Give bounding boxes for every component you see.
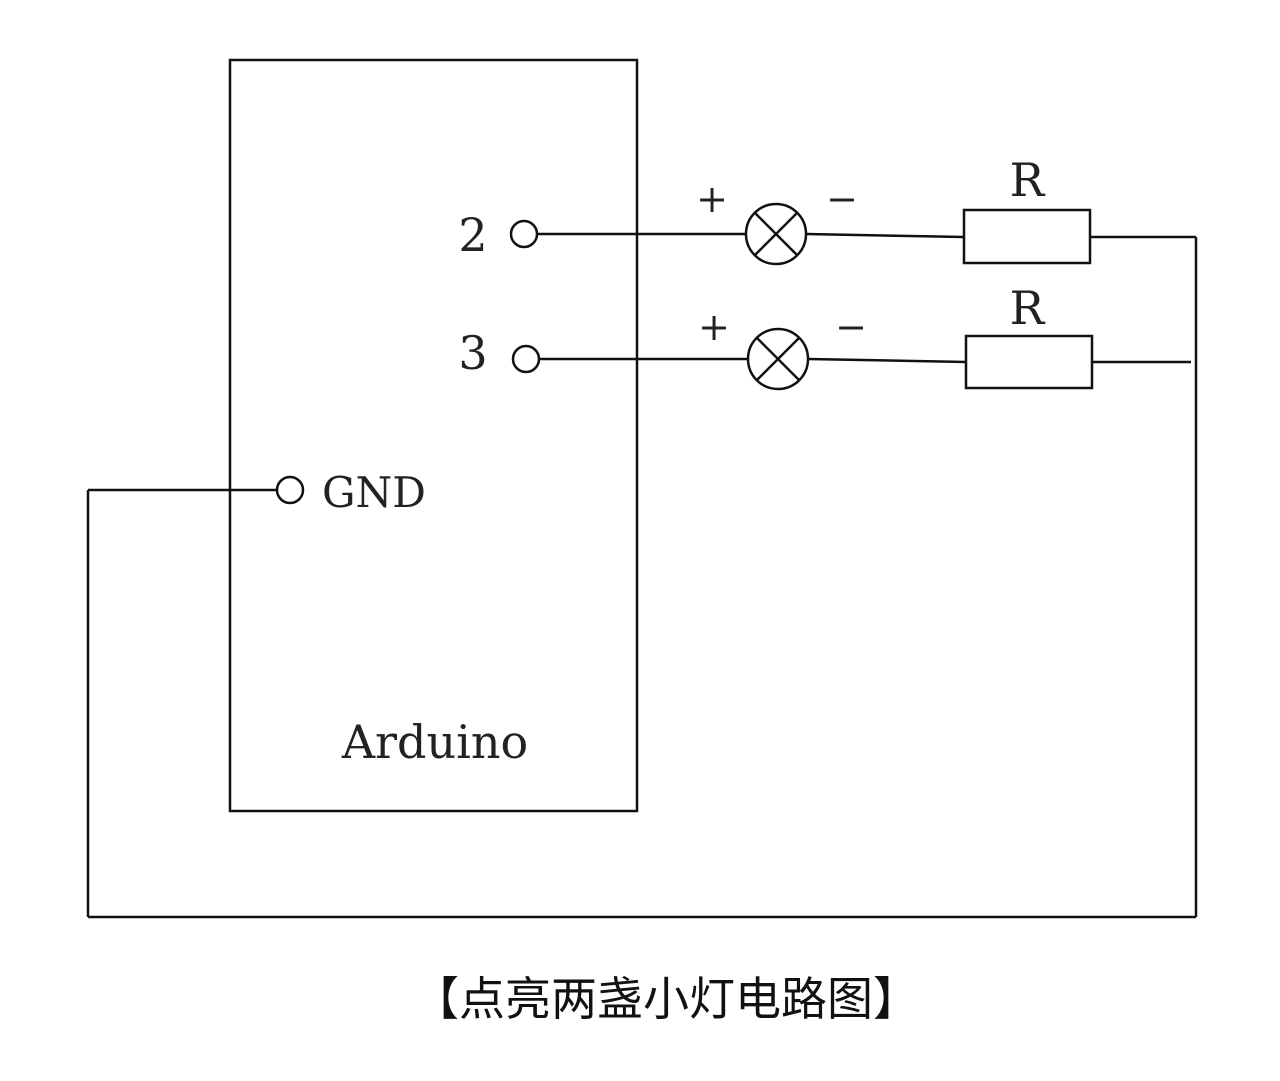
- pin-2-label: 2: [458, 208, 487, 262]
- pin-3-terminal: [511, 344, 541, 374]
- arduino-board: [228, 58, 639, 813]
- resistor-2: [964, 334, 1094, 390]
- resistor-1-label: R: [1010, 153, 1046, 207]
- board-label: Arduino: [341, 715, 528, 769]
- pin-2-terminal: [509, 219, 539, 249]
- lamp-2-plus: +: [698, 305, 730, 349]
- lamp-1-plus: +: [696, 177, 728, 221]
- lamp-2-minus: −: [835, 305, 867, 349]
- lamp-1-minus: −: [826, 177, 858, 221]
- gnd-terminal: [275, 475, 305, 505]
- resistor-2-label: R: [1010, 281, 1046, 335]
- pin-3-label: 3: [458, 326, 487, 380]
- branch-2-wires: [539, 357, 1191, 364]
- diagram-caption: 【点亮两盏小灯电路图】: [413, 972, 919, 1026]
- branch-1-wires: [537, 232, 1196, 239]
- resistor-1: [962, 208, 1092, 265]
- lamp-2-icon: [746, 327, 810, 391]
- ground-return-wire: [86, 237, 1198, 919]
- lamp-1-icon: [744, 202, 808, 266]
- gnd-label: GND: [322, 468, 426, 517]
